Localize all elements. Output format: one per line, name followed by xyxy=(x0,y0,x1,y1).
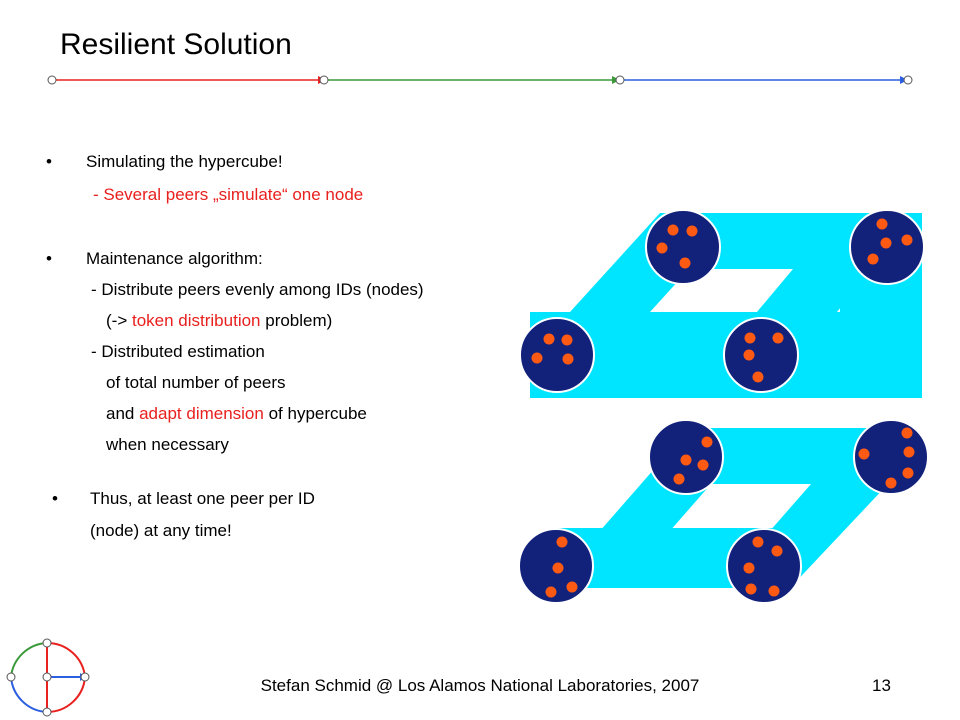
node-upper-front-left xyxy=(519,317,595,393)
node-lower-front-right xyxy=(726,528,802,604)
bullet-3-text: Thus, at least one peer per ID xyxy=(90,489,315,508)
token-distribution-highlight: token distribution xyxy=(131,311,261,330)
bullet-2-text: Maintenance algorithm: xyxy=(86,249,263,268)
hypercube-logo-icon xyxy=(6,638,90,717)
bullet-dot-icon: • xyxy=(46,152,52,171)
node-lower-back-left xyxy=(648,419,724,495)
page-number: 13 xyxy=(872,676,891,695)
bullet-2-line-token: (-> token distribution problem) xyxy=(106,311,332,331)
bullet-2-line-distribute: - Distribute peers evenly among IDs (nod… xyxy=(91,280,424,299)
bullet-dot-icon: • xyxy=(52,489,58,508)
bullet-dot-icon: • xyxy=(46,249,52,268)
adapt-dimension-highlight: adapt dimension xyxy=(139,404,264,423)
bullet-1-sub: - Several peers „simulate“ one node xyxy=(93,185,364,204)
footer-text: Stefan Schmid @ Los Alamos National Labo… xyxy=(260,676,700,695)
page-title: Resilient Solution xyxy=(60,28,292,61)
adapt-suffix: of hypercube xyxy=(263,404,367,423)
bullet-2-line-adapt: and adapt dimension of hypercube xyxy=(106,404,367,424)
node-upper-front-right xyxy=(723,317,799,393)
bullet-2-line-estimation: - Distributed estimation xyxy=(91,342,265,361)
token-suffix: problem) xyxy=(260,311,333,330)
node-lower-front-left xyxy=(518,528,594,604)
bullet-2-line-total: of total number of peers xyxy=(106,373,286,392)
bullet-3-line2: (node) at any time! xyxy=(90,521,232,540)
node-lower-back-right xyxy=(853,419,929,495)
adapt-prefix: and xyxy=(106,404,140,423)
bullet-2-line-when: when necessary xyxy=(106,435,229,454)
node-upper-back-left xyxy=(645,209,721,285)
bullet-1-text: Simulating the hypercube! xyxy=(86,152,283,171)
token-prefix: (-> xyxy=(106,311,132,330)
node-upper-back-right xyxy=(849,209,925,285)
hypercube-diagram xyxy=(518,209,929,604)
title-rule-arrows xyxy=(47,75,913,85)
